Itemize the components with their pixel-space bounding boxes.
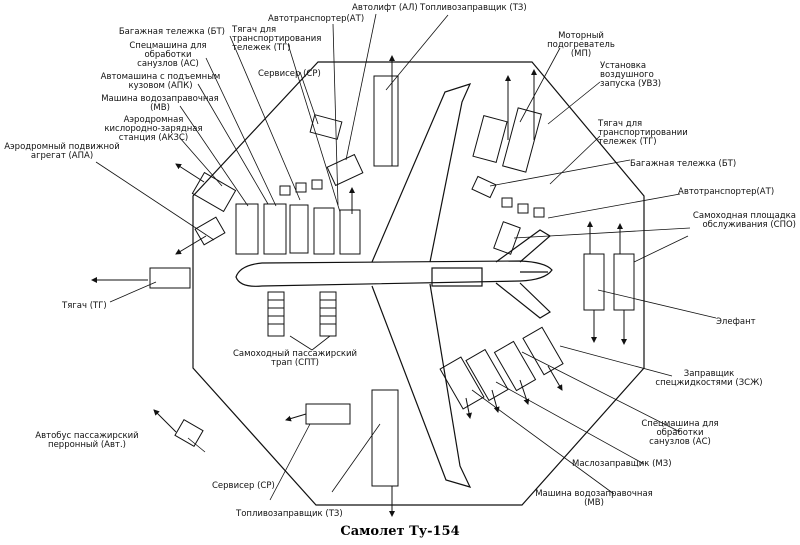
passenger-stairs: [267, 291, 337, 337]
label-oxygen-station: Аэродромная кислородно-зарядная станция …: [104, 115, 203, 143]
movement-arrows: [91, 55, 627, 517]
label-servicer-bottom: Сервисер (СР): [212, 481, 275, 491]
label-passenger-stairs: Самоходный пассажирский трап (СПТ): [232, 349, 358, 368]
label-fuel-truck-bottom: Топливозаправщик (ТЗ): [236, 509, 343, 519]
label-ground-power-unit: Аэродромный подвижной агрегат (АПА): [4, 142, 120, 161]
label-oil-truck: Маслозаправщик (МЗ): [572, 459, 672, 469]
label-engine-heater: Моторный подогреватель (МП): [547, 31, 615, 59]
label-autolift: Автолифт (АЛ): [352, 3, 418, 13]
label-passenger-bus: Автобус пассажирский перронный (Авт.): [35, 431, 139, 450]
label-lift-body-truck: Автомашина с подъемным кузовом (АПК): [100, 72, 221, 91]
label-cart-tractor-top: Тягач для транспортирования тележек (ТГ): [232, 25, 322, 53]
label-special-fluids-truck: Заправщик спецжидкостями (ЗСЖ): [655, 369, 763, 388]
diagram-caption: Самолет Ту-154: [340, 524, 460, 539]
left-vehicles: [149, 75, 399, 289]
label-water-truck-bottom: Машина водозаправочная (МВ): [535, 489, 653, 508]
label-baggage-cart-right: Багажная тележка (БТ): [630, 159, 737, 169]
label-tractor-left: Тягач (ТГ): [62, 301, 107, 311]
label-autotransporter-right: Автотранспортер(АТ): [678, 187, 775, 197]
label-baggage-cart-top: Багажная тележка (БТ): [118, 27, 225, 37]
label-service-platform: Самоходная площадка обслуживания (СПО): [692, 211, 796, 230]
label-fuel-truck-top: Топливозаправщик (ТЗ): [420, 3, 527, 13]
label-elefant: Элефант: [716, 317, 756, 327]
label-sanitary-truck-bottom: Спецмашина для обработки санузлов (АС): [641, 419, 719, 447]
label-water-truck-top: Машина водозаправочная (МВ): [101, 94, 219, 113]
leader-lines: [95, 13, 717, 501]
aircraft-outline: [235, 83, 553, 488]
label-autotransporter-top: Автотранспортер(АТ): [268, 14, 365, 24]
label-sanitary-truck-top: Спецмашина для обработки санузлов (АС): [129, 41, 207, 69]
label-cart-tractor-right: Тягач для транспортировании тележек (ТГ): [598, 119, 688, 147]
label-servicer-top: Сервисер (СР): [258, 69, 321, 79]
label-air-start-unit: Установка воздушного запуска (УВЗ): [600, 61, 662, 89]
bottom-vehicles: [174, 389, 399, 487]
right-vehicles: [439, 107, 635, 410]
